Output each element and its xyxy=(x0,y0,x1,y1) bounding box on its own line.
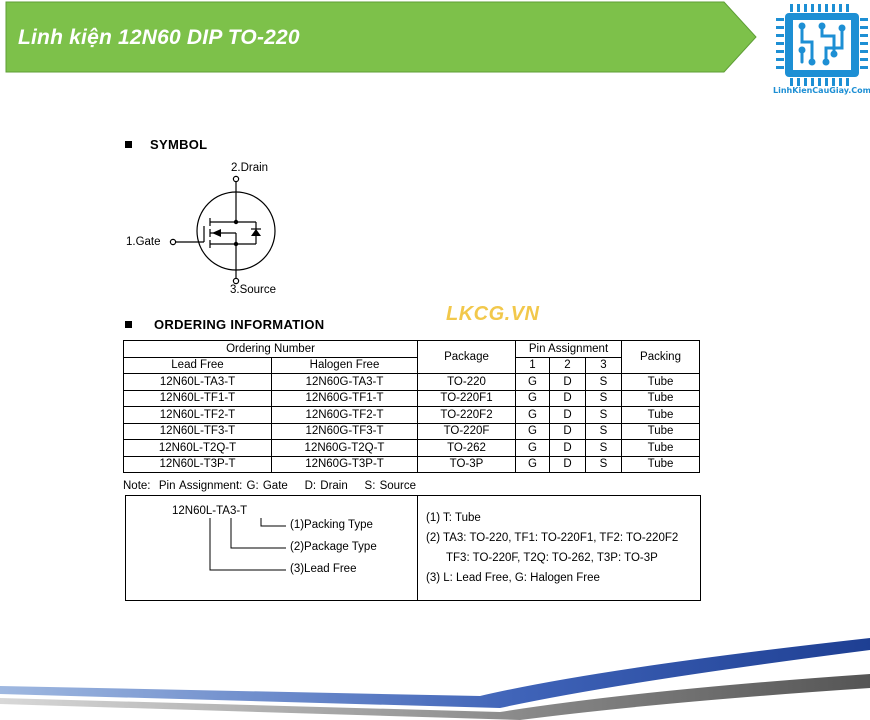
table-cell: TO-220F2 xyxy=(417,406,516,424)
table-cell: 12N60G-TA3-T xyxy=(271,373,418,391)
table-cell: TO-220F xyxy=(417,422,516,440)
packing-type-label: (1)Packing Type xyxy=(290,519,373,531)
table-cell: Tube xyxy=(621,406,701,424)
table-cell: TO-3P xyxy=(417,455,516,473)
table-cell: 12N60G-TF3-T xyxy=(271,422,418,440)
table-cell: S xyxy=(584,422,623,440)
table-row: 12N60L-TA3-T 12N60G-TA3-T TO-220 G D S T… xyxy=(123,373,701,391)
header-lead-free: Lead Free xyxy=(123,356,272,374)
chip-logo-icon xyxy=(776,4,868,96)
table-cell: G xyxy=(515,455,550,473)
table-cell: 12N60G-T3P-T xyxy=(271,455,418,473)
table-cell: D xyxy=(549,406,586,424)
table-cell: D xyxy=(549,373,586,391)
table-row: 12N60L-TF1-T 12N60G-TF1-T TO-220F1 G D S… xyxy=(123,389,701,407)
gate-label: 1.Gate xyxy=(126,236,161,248)
table-cell: 12N60L-TA3-T xyxy=(123,373,272,391)
table-cell: S xyxy=(584,455,623,473)
header-package: Package xyxy=(417,340,516,374)
header-pin2: 2 xyxy=(549,356,586,374)
drain-label: 2.Drain xyxy=(231,162,269,174)
part-number-box: 12N60L-TA3-T (1)Packing Type (2)Package … xyxy=(125,495,701,601)
table-cell: D xyxy=(549,389,586,407)
legend-line-3: TF3: TO-220F, T2Q: TO-262, T3P: TO-3P xyxy=(446,552,658,564)
header-ordering-number: Ordering Number xyxy=(123,340,418,358)
table-cell: 12N60L-T2Q-T xyxy=(123,439,272,457)
table-row: 12N60L-TF2-T 12N60G-TF2-T TO-220F2 G D S… xyxy=(123,406,701,424)
header-pin3: 3 xyxy=(584,356,623,374)
table-row: 12N60L-TF3-T 12N60G-TF3-T TO-220F G D S … xyxy=(123,422,701,440)
bottom-swoosh-decoration xyxy=(0,638,870,720)
legend-line-1: (1) T: Tube xyxy=(426,512,481,524)
symbol-heading: SYMBOL xyxy=(125,137,207,152)
table-cell: 12N60L-TF2-T xyxy=(123,406,272,424)
table-cell: Tube xyxy=(621,439,701,457)
source-label: 3.Source xyxy=(230,284,277,296)
logo-text: LinhKienCauGiay.Com xyxy=(773,86,870,95)
bullet-icon xyxy=(125,141,132,149)
table-cell: G xyxy=(515,406,550,424)
ordering-heading-text: ORDERING INFORMATION xyxy=(154,317,325,332)
table-cell: S xyxy=(584,389,623,407)
table-cell: 12N60G-T2Q-T xyxy=(271,439,418,457)
box-divider xyxy=(417,496,418,600)
legend-line-2: (2) TA3: TO-220, TF1: TO-220F1, TF2: TO-… xyxy=(426,532,679,544)
table-cell: S xyxy=(584,406,623,424)
table-cell: TO-220 xyxy=(417,373,516,391)
table-row: 12N60L-T3P-T 12N60G-T3P-T TO-3P G D S Tu… xyxy=(123,455,701,473)
table-cell: 12N60G-TF2-T xyxy=(271,406,418,424)
table-cell: G xyxy=(515,389,550,407)
table-cell: G xyxy=(515,439,550,457)
watermark-text: LKCG.VN xyxy=(446,303,540,325)
table-cell: 12N60L-TF3-T xyxy=(123,422,272,440)
lead-free-label: (3)Lead Free xyxy=(290,563,357,575)
table-cell: Tube xyxy=(621,455,701,473)
header-pin1: 1 xyxy=(515,356,550,374)
part-number-example: 12N60L-TA3-T xyxy=(172,505,248,517)
table-cell: Tube xyxy=(621,389,701,407)
ordering-heading: ORDERING INFORMATION xyxy=(125,317,324,332)
table-cell: D xyxy=(549,422,586,440)
part-number-bracket-lines xyxy=(209,518,286,571)
table-cell: G xyxy=(515,422,550,440)
mosfet-symbol-icon xyxy=(169,175,276,285)
legend-line-4: (3) L: Lead Free, G: Halogen Free xyxy=(426,572,600,584)
header-banner: Linh kiện 12N60 DIP TO-220 xyxy=(0,0,760,74)
header-pin-assignment: Pin Assignment xyxy=(514,340,623,358)
table-cell: 12N60L-TF1-T xyxy=(123,389,272,407)
table-cell: TO-220F1 xyxy=(417,389,516,407)
table-cell: Tube xyxy=(621,422,701,440)
pin-assignment-note: Note: Pin Assignment: G: Gate D: Drain S… xyxy=(123,480,417,492)
table-row: 12N60L-T2Q-T 12N60G-T2Q-T TO-262 G D S T… xyxy=(123,439,701,457)
table-cell: G xyxy=(515,373,550,391)
header-packing: Packing xyxy=(621,340,701,374)
bullet-icon xyxy=(125,321,132,329)
table-cell: S xyxy=(584,373,623,391)
table-cell: 12N60G-TF1-T xyxy=(271,389,418,407)
table-cell: 12N60L-T3P-T xyxy=(123,455,272,473)
table-cell: D xyxy=(549,455,586,473)
table-cell: Tube xyxy=(621,373,701,391)
table-cell: TO-262 xyxy=(417,439,516,457)
table-cell: D xyxy=(549,439,586,457)
table-subheader-row: Lead Free Halogen Free 1 2 3 xyxy=(123,356,700,374)
package-type-label: (2)Package Type xyxy=(290,541,377,553)
table-cell: S xyxy=(584,439,623,457)
banner-arrow-shape xyxy=(5,1,757,73)
ordering-table: Ordering Number Package Pin Assignment P… xyxy=(123,340,701,473)
header-halogen-free: Halogen Free xyxy=(271,356,418,374)
page-title: Linh kiện 12N60 DIP TO-220 xyxy=(18,26,300,49)
symbol-heading-text: SYMBOL xyxy=(150,137,208,152)
table-header-row: Ordering Number Package Pin Assignment P… xyxy=(123,340,701,374)
